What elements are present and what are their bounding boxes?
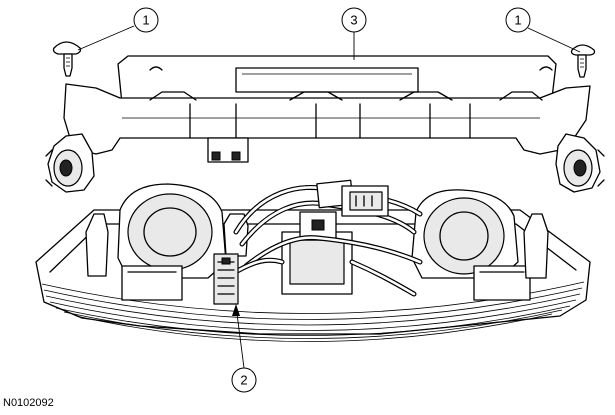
callout-pushpin-left: 1: [77, 7, 159, 51]
callout-cover: 3: [341, 7, 367, 60]
pushpin-left: [52, 41, 82, 77]
cover-left-clip: [45, 133, 95, 193]
figure-id: N0102092: [3, 397, 54, 409]
upper-cover-panel: [45, 55, 605, 193]
callout-label: 1: [142, 13, 149, 28]
lens-ribs: [41, 281, 585, 342]
harness-clip: [213, 253, 239, 305]
left-lamp-reflector: [117, 183, 227, 301]
right-lamp-reflector: [411, 189, 531, 301]
callout-label: 3: [350, 13, 357, 28]
cover-right-clip: [555, 133, 605, 193]
harness-connector-top: [316, 179, 389, 217]
callout-pushpin-right: 1: [505, 7, 581, 53]
callout-label: 1: [514, 13, 521, 28]
callout-label: 2: [240, 373, 247, 388]
pushpin-right: [570, 44, 596, 78]
lower-housing: [35, 179, 591, 342]
callout-harness: 2: [231, 304, 257, 393]
